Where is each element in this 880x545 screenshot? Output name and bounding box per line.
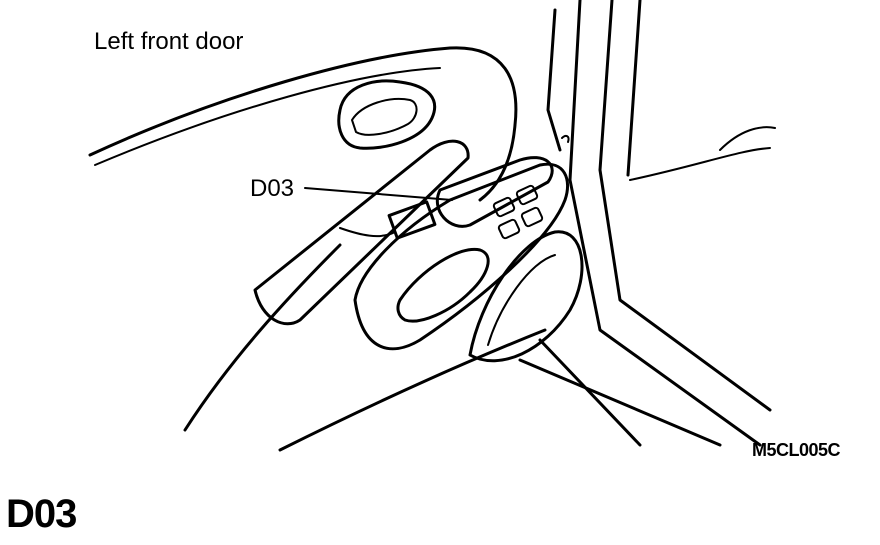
figure-code: M5CL005C bbox=[752, 440, 841, 460]
door-panel-inner-line bbox=[94, 67, 441, 166]
speaker-grille-inner bbox=[487, 254, 556, 346]
door-panel-lower-line bbox=[183, 243, 342, 432]
location-title: Left front door bbox=[94, 28, 244, 55]
speaker-grille bbox=[468, 230, 584, 363]
floor-line-1 bbox=[518, 358, 722, 447]
connector-harness bbox=[339, 227, 396, 238]
switch-button-2 bbox=[515, 184, 539, 206]
switch-button-3 bbox=[497, 218, 521, 240]
door-panel-outline bbox=[88, 46, 518, 202]
armrest-slot bbox=[253, 139, 470, 326]
pillar-line-2 bbox=[598, 0, 772, 412]
window-switch-housing bbox=[353, 162, 570, 351]
seat-edge bbox=[719, 126, 776, 151]
connector-d03-body bbox=[387, 200, 437, 240]
door-panel-sill-line bbox=[278, 328, 547, 452]
pillar-line-1 bbox=[568, 0, 762, 447]
floor-line-2 bbox=[538, 338, 642, 447]
body-contour bbox=[629, 147, 771, 181]
window-switch-top bbox=[435, 156, 554, 228]
door-pull-handle bbox=[396, 247, 490, 323]
small-clip bbox=[561, 134, 570, 143]
inner-handle-pocket bbox=[337, 79, 437, 150]
callout-leader-line bbox=[304, 187, 453, 201]
switch-button-1 bbox=[492, 196, 516, 218]
pillar-line-3 bbox=[626, 0, 642, 177]
inner-handle-lever bbox=[351, 98, 418, 136]
connector-heading: D03 bbox=[6, 492, 77, 536]
door-frame-edge bbox=[546, 8, 562, 152]
connector-callout-label: D03 bbox=[250, 175, 295, 202]
switch-button-4 bbox=[520, 206, 544, 228]
